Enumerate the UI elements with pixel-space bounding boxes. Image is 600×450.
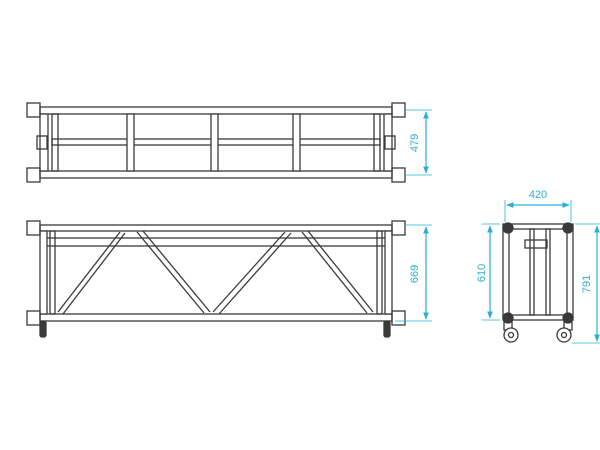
top-view-height-label: 479 [409,134,421,152]
top-view-height-dimension: 479 [405,109,432,176]
side-view-total-height-label: 791 [581,275,593,293]
side-view-width-label: 420 [529,189,547,201]
front-view-height-dimension: 669 [395,224,432,322]
side-view-total-height-dimension: 791 [572,223,600,344]
side-view [502,222,574,343]
side-view-width-dimension: 420 [504,189,572,222]
side-view-inner-height-label: 610 [476,264,488,282]
front-view [26,220,406,338]
side-view-inner-height-dimension: 610 [476,223,500,321]
front-view-height-label: 669 [409,265,421,283]
top-view [26,102,406,183]
